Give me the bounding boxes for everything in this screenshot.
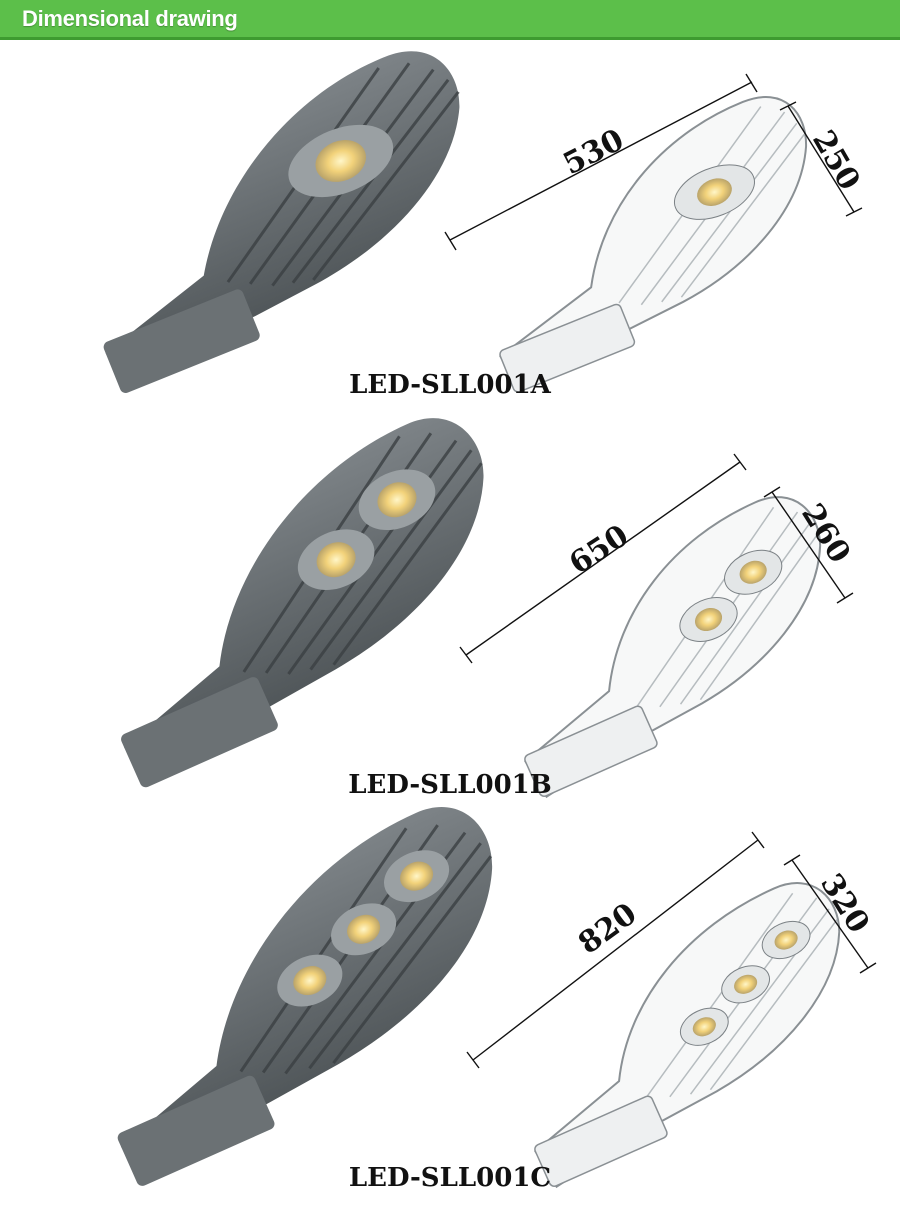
model-label: LED-SLL001B: [348, 770, 552, 800]
product-a: 530 250 LED-SLL001A: [0, 51, 900, 400]
length-value: 530: [558, 123, 630, 183]
width-dimension: [783, 854, 877, 974]
length-value: 650: [563, 518, 635, 581]
width-value: 250: [805, 125, 867, 197]
model-label: LED-SLL001C: [348, 1163, 552, 1193]
product-c-figure: 820 320: [117, 807, 877, 1189]
lamp-photo: [103, 51, 460, 393]
width-dimension: [763, 486, 854, 604]
lamp-drawing: [499, 96, 808, 393]
lamp-drawing: [534, 882, 841, 1189]
lamp-drawing: [524, 496, 822, 799]
length-value: 820: [572, 896, 643, 961]
lamp-photo: [117, 807, 493, 1186]
product-b: 650 260 LED-SLL001B: [0, 418, 900, 810]
length-dimension: [466, 831, 765, 1069]
length-dimension: [459, 453, 747, 664]
lamp-photo: [121, 418, 484, 788]
width-dimension: [779, 101, 863, 217]
product-a-figure: 530 250: [103, 51, 867, 393]
length-dimension: [444, 73, 758, 251]
model-label: LED-SLL001A: [349, 370, 551, 400]
product-b-figure: 650 260: [121, 418, 857, 799]
product-c: 820 320 LED-SLL001C: [0, 807, 900, 1210]
section-header: Dimensional drawing: [0, 0, 900, 40]
section-title: Dimensional drawing: [22, 6, 238, 31]
